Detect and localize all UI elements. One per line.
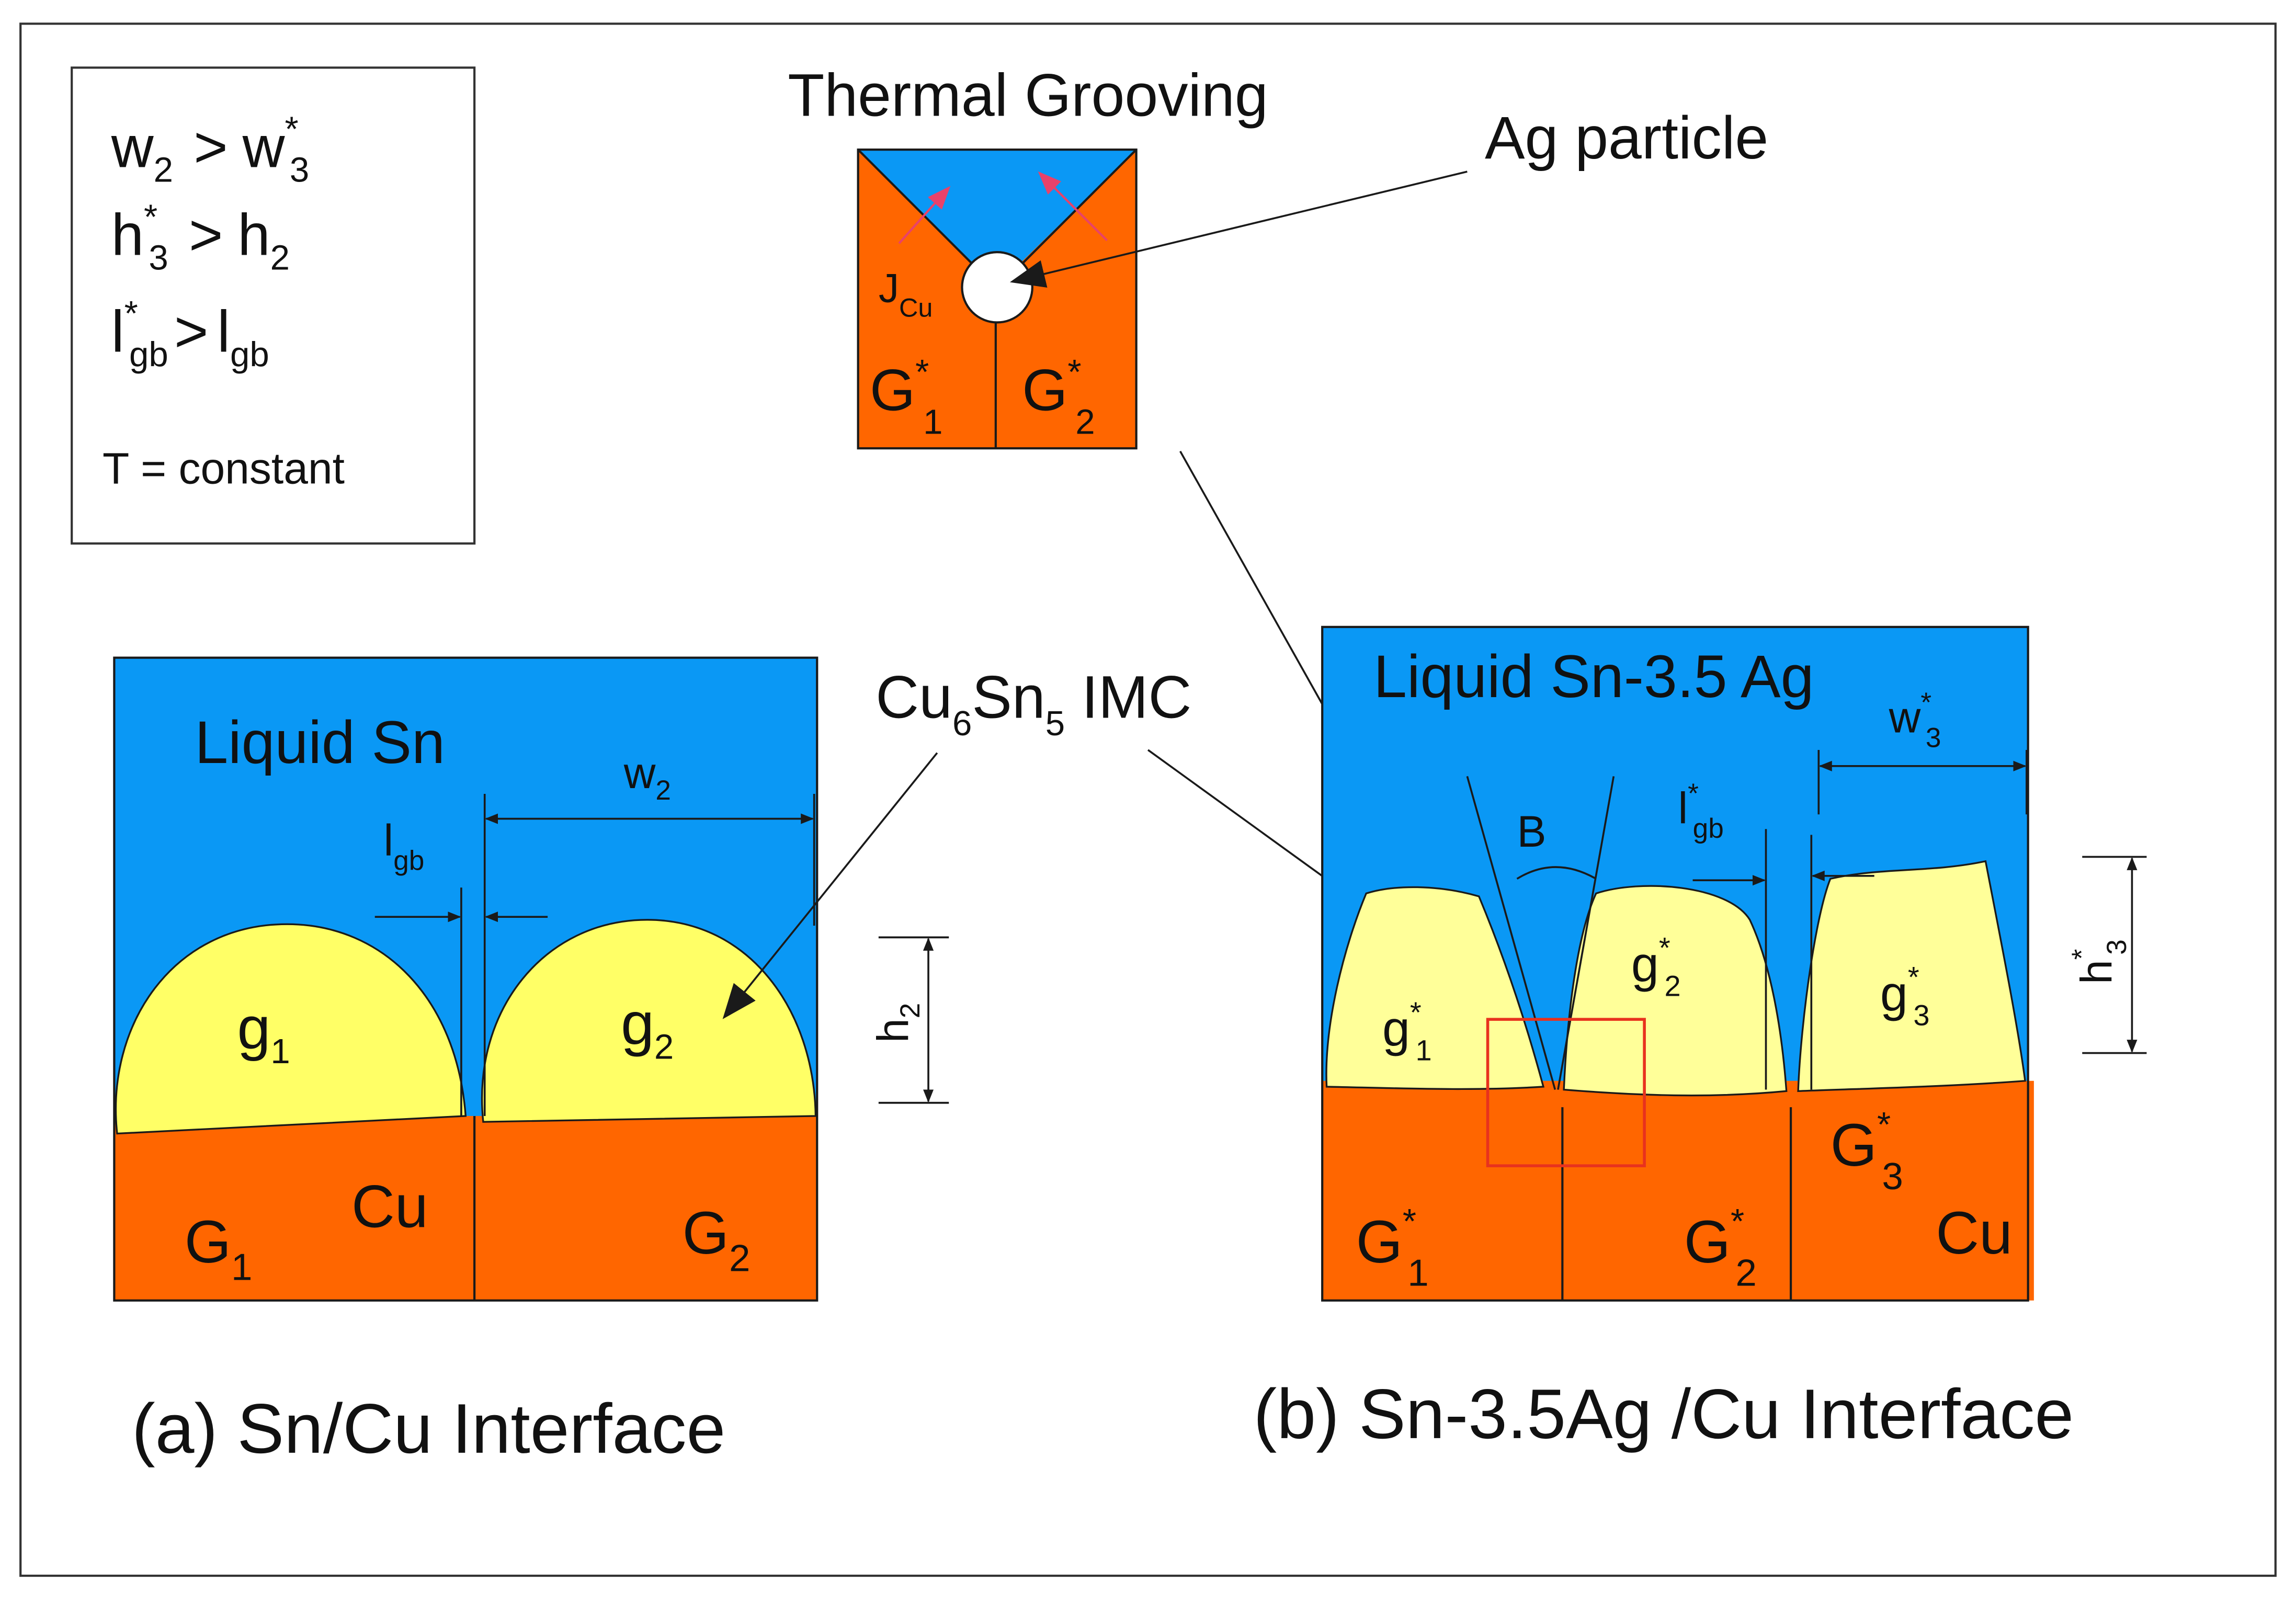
panel-b-cu-label: Cu (1936, 1200, 2013, 1267)
panel-a-sn-cu: Liquid Sn g1 g2 Cu G1 G2 w2 lgb (113, 656, 949, 1468)
panel-a-copper (114, 1115, 817, 1301)
legend-line-lgb: l*gb>lgb (111, 294, 269, 374)
panel-b-snag-cu: B Liquid Sn-3.5 Ag g*1 g*2 g*3 G*1 G*2 G… (1254, 625, 2147, 1453)
groove-angle-arc (1516, 866, 1597, 880)
panel-b-G2-label: G*2 (1684, 1202, 1757, 1294)
panel-b-w-label: w*3 (1889, 687, 1941, 753)
panel-b-G1-label: G*1 (1356, 1202, 1429, 1294)
panel-b-g3-label: g*3 (1880, 961, 1930, 1032)
panel-a-border (113, 656, 819, 1302)
legend-line-h: h*3>h2 (111, 197, 290, 277)
panel-a-caption: (a) Sn/Cu Interface (132, 1390, 725, 1468)
ag-particle (961, 251, 1033, 324)
ag-particle-pointer (1009, 170, 1468, 288)
legend-line-temperature: T = constant (103, 443, 345, 493)
panel-b-g2-label: g*2 (1631, 931, 1681, 1003)
panel-a-g2-label: g2 (621, 991, 674, 1067)
flux-arrow-left (898, 186, 951, 244)
panel-b-imc-grain-g2 (1563, 885, 1788, 1097)
imc-pointer-to-g2 (722, 752, 938, 1019)
panel-b-imc-grain-g3 (1797, 860, 2026, 1092)
panel-a-lgb-label: lgb (384, 816, 425, 877)
groove-angle-label: B (1517, 807, 1547, 856)
panel-b-g1-label: g*1 (1382, 996, 1432, 1067)
inset-title: Thermal Grooving (788, 62, 1268, 129)
panel-b-copper (1322, 1080, 2034, 1301)
panel-a-imc-grain-g2 (481, 919, 817, 1123)
panel-b-caption: (b) Sn-3.5Ag /Cu Interface (1254, 1375, 2074, 1453)
groove-angle-line-right (1557, 776, 1615, 1090)
imc-callout: Cu6Sn5 IMC (722, 450, 1542, 1096)
legend-box: w2>w*3 h*3>h2 l*gb>lgb T = constant (71, 66, 476, 545)
panel-b-liquid-label: Liquid Sn-3.5 Ag (1373, 643, 1814, 710)
legend-frame (71, 66, 476, 545)
inset-right-groove-line (1021, 149, 1138, 265)
panel-a-G2-label: G2 (683, 1200, 751, 1280)
groove-highlight-box (1486, 1018, 1646, 1167)
thermal-grooving-inset: Thermal Grooving JCu G*1 G*2 Ag particle (788, 62, 1768, 450)
flux-arrow-right (1038, 171, 1108, 242)
ag-particle-label: Ag particle (1485, 105, 1768, 172)
inset-grain1-label: G*1 (870, 352, 942, 441)
panel-b-lgb-label: l*gb (1678, 778, 1724, 844)
legend-line-w: w2>w*3 (111, 109, 309, 189)
panel-a-w-label: w2 (623, 748, 671, 806)
panel-b-border (1321, 625, 2029, 1302)
inset-liquid-groove (858, 150, 1136, 288)
groove-angle-line-left (1466, 776, 1556, 1090)
panel-a-imc-grain-g1 (115, 923, 467, 1135)
inset-border (857, 149, 1138, 450)
panel-a-h-label: h2 (868, 1003, 926, 1043)
flux-label: JCu (879, 265, 933, 322)
inset-left-groove-line (857, 149, 973, 265)
panel-b-h-label: h*3 (2066, 939, 2132, 984)
panel-a-liquid-label: Liquid Sn (195, 709, 445, 776)
panel-b-G3-label: G*3 (1831, 1105, 1903, 1198)
inset-grain2-label: G*2 (1022, 352, 1095, 441)
outer-frame (19, 22, 2277, 1577)
panel-a-g1-label: g1 (237, 995, 290, 1071)
imc-label: Cu6Sn5 IMC (876, 664, 1191, 743)
panel-a-G1-label: G1 (185, 1209, 253, 1289)
panel-a-cu-label: Cu (351, 1174, 428, 1240)
